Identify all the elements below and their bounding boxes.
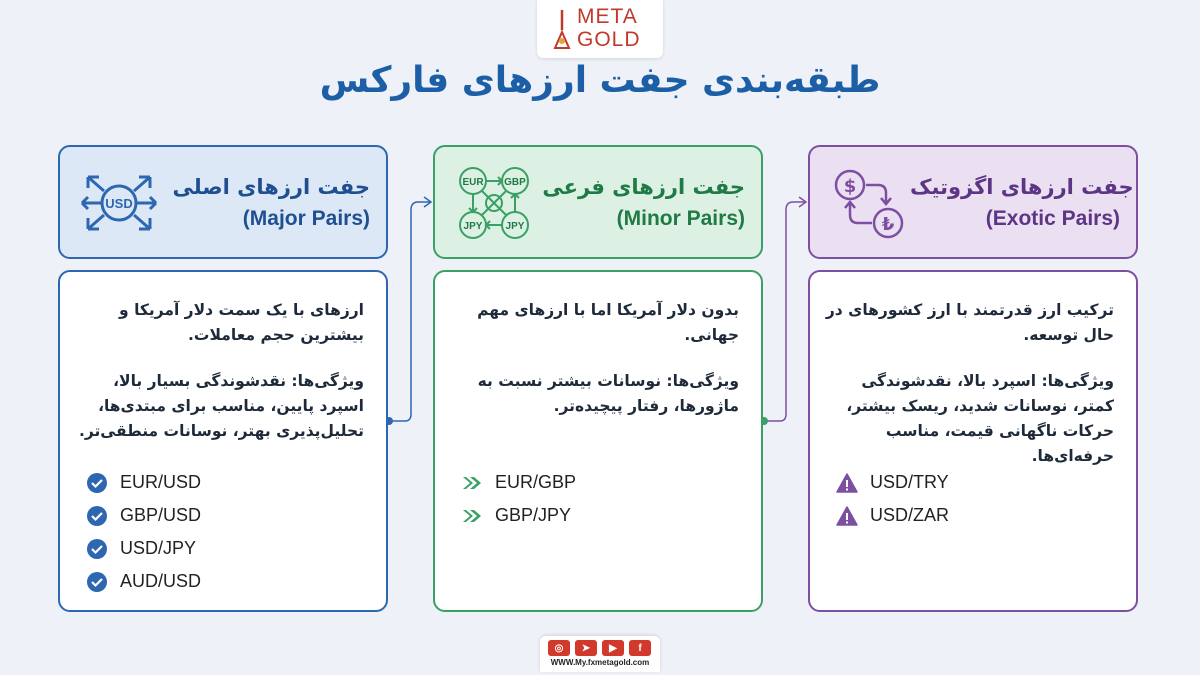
pair-label: EUR/USD (120, 472, 202, 492)
exotic-description: ترکیب ارز قدرتمند با ارز کشورهای در حال … (825, 301, 1114, 344)
exotic-title-en: (Exotic Pairs) (985, 207, 1120, 230)
brand-mark-icon (553, 10, 571, 49)
brand-name-line2: GOLD (577, 28, 641, 51)
major-pairs-list: EUR/USD GBP/USD USD/JPY AUD/USD (86, 466, 201, 598)
exotic-pairs-card: ترکیب ارز قدرتمند با ارز کشورهای در حال … (808, 270, 1138, 612)
exotic-pairs-header: $ ₺ جفت ارزهای اگزوتیک (Exotic Pairs) (808, 145, 1138, 259)
brand-name-line1: META (577, 5, 638, 28)
connector-major-to-minor (389, 201, 430, 422)
minor-pairs-list: EUR/GBP GBP/JPY (461, 466, 576, 532)
usd-icon-label: USD (105, 196, 132, 211)
telegram-icon[interactable]: ➤ (575, 640, 597, 656)
instagram-icon[interactable]: ◎ (548, 640, 570, 656)
pair-label: AUD/USD (120, 571, 202, 591)
lira-icon-label: ₺ (882, 214, 895, 235)
minor-features: ویژگی‌ها: نوسانات بیشتر نسبت به ماژورها،… (477, 372, 739, 415)
connector-arrow-minor (423, 196, 433, 208)
double-arrow-icon (463, 476, 481, 489)
currency-exchange-icon: EUR GBP JPY JPY (459, 167, 529, 239)
warning-icon (836, 472, 858, 493)
pair-label: GBP/USD (120, 505, 202, 525)
jpy-icon-label-left: JPY (464, 221, 483, 232)
jpy-icon-label-right: JPY (506, 221, 525, 232)
social-links: ◎ ➤ ▶ f (548, 640, 651, 656)
check-circle-icon (87, 571, 107, 592)
list-item: GBP/JPY (461, 499, 576, 532)
warning-icon (836, 505, 858, 526)
usd-arrows-icon: USD (80, 175, 158, 231)
major-features: ویژگی‌ها: نقدشوندگی بسیار بالا، اسپرد پا… (78, 372, 364, 440)
exotic-pairs-list: USD/TRY USD/ZAR (836, 466, 949, 532)
eur-icon-label: EUR (462, 177, 484, 188)
minor-pairs-header: EUR GBP JPY JPY جفت ارزهای فرعی (Minor P… (433, 145, 763, 259)
major-pairs-card: ارزهای با یک سمت دلار آمریکا و بیشترین ح… (58, 270, 388, 612)
website-url[interactable]: WWW.My.fxmetagold.com (550, 658, 650, 667)
list-item: AUD/USD (86, 565, 201, 598)
list-item: EUR/USD (86, 466, 201, 499)
dollar-icon-label: $ (844, 176, 857, 197)
minor-title-en: (Minor Pairs) (616, 207, 745, 230)
page-title: طبقه‌بندی جفت ارزهای فارکس (319, 60, 881, 101)
brand-logo: META GOLD (537, 0, 663, 58)
facebook-icon[interactable]: f (629, 640, 651, 656)
gbp-icon-label: GBP (504, 177, 526, 188)
pair-label: GBP/JPY (495, 505, 572, 525)
pair-label: EUR/GBP (495, 472, 577, 492)
major-title-fa: جفت ارزهای اصلی (172, 175, 370, 199)
pair-label: USD/TRY (870, 472, 949, 492)
connector-arrow-exotic (798, 196, 808, 208)
dollar-to-lira-icon: $ ₺ (834, 169, 904, 239)
list-item: GBP/USD (86, 499, 201, 532)
minor-pairs-card: بدون دلار آمریکا اما با ارزهای مهم جهانی… (433, 270, 763, 612)
check-circle-icon (87, 505, 107, 526)
check-circle-icon (87, 472, 107, 493)
major-pairs-header: USD جفت ارزهای اصلی (Major Pairs) (58, 145, 388, 259)
major-title-en: (Major Pairs) (242, 207, 370, 230)
pair-label: USD/ZAR (870, 505, 950, 525)
youtube-icon[interactable]: ▶ (602, 640, 624, 656)
list-item: EUR/GBP (461, 466, 576, 499)
double-arrow-icon (463, 509, 481, 522)
pair-label: USD/JPY (120, 538, 197, 558)
footer: ◎ ➤ ▶ f WWW.My.fxmetagold.com (540, 636, 660, 672)
connector-minor-to-exotic (764, 201, 805, 422)
list-item: USD/TRY (836, 466, 949, 499)
list-item: USD/JPY (86, 532, 201, 565)
list-item: USD/ZAR (836, 499, 949, 532)
check-circle-icon (87, 538, 107, 559)
exotic-features: ویژگی‌ها: اسپرد بالا، نقدشوندگی کمتر، نو… (846, 372, 1114, 465)
major-description: ارزهای با یک سمت دلار آمریکا و بیشترین ح… (119, 301, 364, 344)
exotic-title-fa: جفت ارزهای اگزوتیک (910, 175, 1134, 199)
minor-description: بدون دلار آمریکا اما با ارزهای مهم جهانی… (477, 301, 739, 344)
minor-title-fa: جفت ارزهای فرعی (542, 175, 745, 199)
